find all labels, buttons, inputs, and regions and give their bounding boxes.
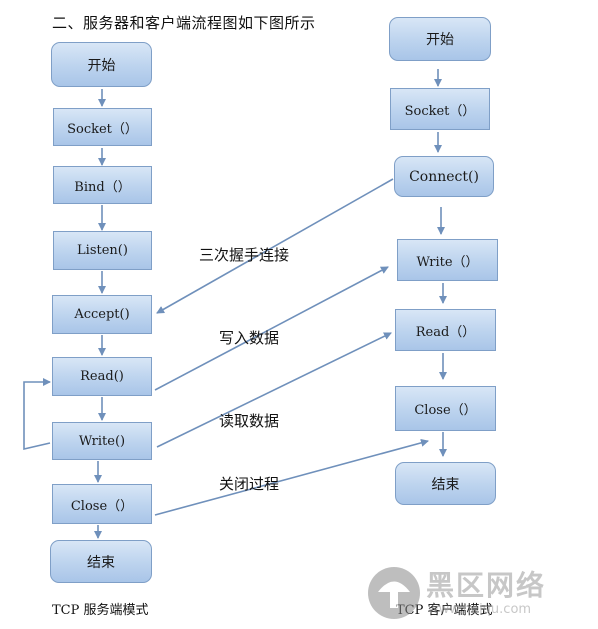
server-caption: TCP 服务端模式	[52, 603, 149, 618]
server-write-node: Write()	[52, 422, 152, 460]
client-connect-node: Connect()	[394, 156, 494, 197]
link-arrow-read-data	[156, 332, 392, 448]
client-write-node: Write（）	[397, 239, 498, 281]
client-caption: TCP 客户端模式	[396, 603, 493, 618]
server-listen-node: Listen()	[53, 231, 152, 270]
server-read-node: Read()	[52, 357, 152, 396]
watermark-logo: 黑区网络 www.heiqu.com	[364, 562, 592, 624]
diagram-title: 二、服务器和客户端流程图如下图所示	[52, 14, 316, 32]
server-accept-node: Accept()	[52, 295, 152, 334]
link-arrow-write-data	[154, 266, 389, 391]
client-socket-node: Socket（）	[390, 88, 490, 130]
client-close-node: Close（）	[395, 386, 496, 431]
link-arrow-handshake	[156, 178, 394, 314]
server-socket-node: Socket（）	[53, 108, 152, 146]
close-process-label: 关闭过程	[219, 475, 280, 493]
server-bind-node: Bind（）	[53, 166, 152, 204]
read-data-label: 读取数据	[219, 412, 280, 430]
mushroom-logo-icon	[368, 567, 420, 619]
link-arrow-close	[154, 438, 429, 516]
client-start-node: 开始	[389, 17, 491, 61]
server-close-node: Close（）	[52, 484, 152, 524]
server-end-node: 结束	[50, 540, 152, 583]
write-data-label: 写入数据	[219, 329, 280, 347]
server-start-node: 开始	[51, 42, 152, 87]
watermark-name: 黑区网络	[426, 569, 547, 602]
server-loop-arrow	[23, 378, 51, 451]
watermark-url: www.heiqu.com	[428, 602, 532, 617]
client-read-node: Read（）	[395, 309, 496, 351]
client-end-node: 结束	[395, 462, 496, 505]
handshake-label: 三次握手连接	[199, 246, 290, 264]
